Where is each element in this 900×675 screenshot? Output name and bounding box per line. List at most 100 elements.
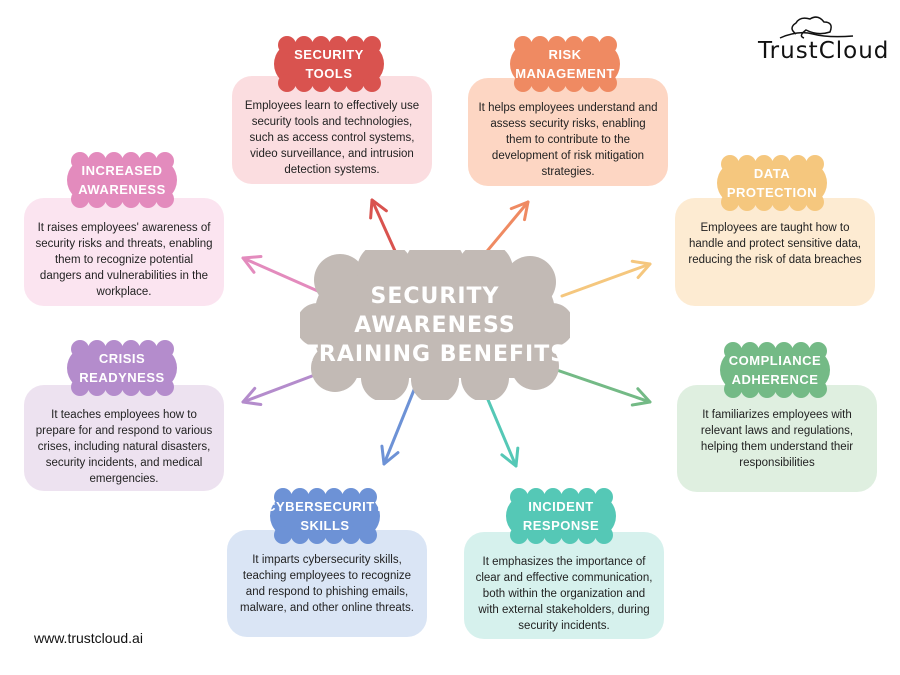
cloud-bump [105,152,123,170]
cloud-bump [772,155,790,173]
cloud-bump [105,378,123,396]
cloud-bump [582,36,600,54]
cloud-bump [122,190,140,208]
title-line: MANAGEMENT [515,66,615,81]
cloud-bump [578,488,596,506]
risk-management-description: It helps employees understand and assess… [478,102,658,178]
center-title-line: AWARENESS [354,312,516,338]
cloud-bump [758,342,776,360]
cloud-bump [758,380,776,398]
title-text: DATA PROTECTION [713,164,831,202]
risk-management-card: It helps employees understand and assess… [468,78,668,186]
cloud-bump [514,74,532,92]
cloud-bump [105,190,123,208]
cloud-bump [510,526,528,544]
cloud-bump [411,356,459,404]
cloud-bump [122,152,140,170]
cloud-bump [527,488,545,506]
title-line: SECURITY [294,47,364,62]
website-url[interactable]: www.trustcloud.ai [34,630,143,646]
center-cloud-shape [296,236,574,404]
cloud-bump [461,354,509,402]
cloud-bump [595,526,613,544]
cloud-bump [363,74,381,92]
cloud-bump [792,380,810,398]
cloud-bump [342,488,360,506]
cybersecurity-skills-description: It imparts cybersecurity skills, teachin… [240,554,414,614]
cloud-bump [325,526,343,544]
cloud-bump [359,488,377,506]
cloud-bump [755,155,773,173]
title-line: SKILLS [300,518,350,533]
cloud-bump [724,380,742,398]
center-cloud: SECURITY AWARENESS TRAINING BENEFITS [296,236,574,404]
cloud-bump [599,74,617,92]
title-line: DATA PROTECTION [726,166,818,200]
cloud-bump [71,378,89,396]
cloud-bump [156,340,174,358]
cloud-bump [156,190,174,208]
cloud-bump [544,488,562,506]
cloud-bump [139,190,157,208]
cloud-bump [544,526,562,544]
cloud-bump [312,36,330,54]
cloud-bump [806,193,824,211]
cloud-bump [457,242,513,298]
cloud-bump [274,526,292,544]
cloud-bump [71,190,89,208]
cloud-bump [88,190,106,208]
cybersecurity-skills-card: It imparts cybersecurity skills, teachin… [227,530,427,637]
cloud-bump [789,155,807,173]
cloud-bump [122,378,140,396]
center-title: SECURITY AWARENESS TRAINING BENEFITS [300,250,570,400]
cloud-bump [595,488,613,506]
cloud-bump [278,74,296,92]
cloud-bump [738,155,756,173]
cloud-bump [278,36,296,54]
cloud-bump [510,488,528,506]
cloud-bump [738,193,756,211]
cloud-bump [755,193,773,211]
cloud-bump [308,488,326,506]
title-line: RISK [548,47,582,62]
cloud-bump [311,344,359,392]
security-tools-description: Employees learn to effectively use secur… [244,100,420,176]
cloud-bump [809,380,827,398]
title-line: INCREASED [81,163,163,178]
cloud-bump [156,378,174,396]
cloud-bump [561,488,579,506]
cloud-bump [312,74,330,92]
title-text: RISK MANAGEMENT [515,45,615,83]
cloud-bump [548,74,566,92]
title-line: RESPONSE [522,518,600,533]
incident-response-card: It emphasizes the importance of clear an… [464,532,664,639]
cloud-bump [806,155,824,173]
data-protection-arrow [560,259,652,298]
cloud-bump [308,526,326,544]
cloud-bump [363,36,381,54]
cloud-bump [342,526,360,544]
trustcloud-logo: TrustCloud [758,14,893,64]
risk-management-title: RISK MANAGEMENT [506,36,624,92]
cloud-bump [122,340,140,358]
cloud-bump [724,342,742,360]
title-line: INCIDENT [528,499,594,514]
cloud-bump [789,193,807,211]
cloud-bump [291,526,309,544]
cloud-bump [531,36,549,54]
compliance-adherence-description: It familiarizes employees with relevant … [700,409,854,469]
cloud-bump [565,36,583,54]
cloud-bump [582,74,600,92]
incident-response-arrow [484,393,520,468]
incident-response-description: It emphasizes the importance of clear an… [475,556,653,632]
cloud-bump [775,380,793,398]
